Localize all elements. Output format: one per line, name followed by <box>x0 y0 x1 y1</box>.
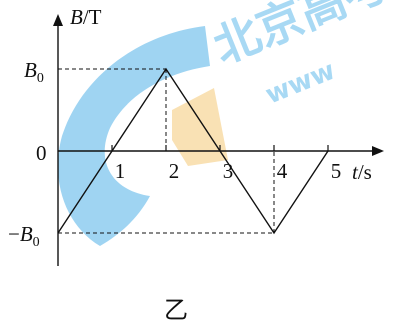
dashed-guides <box>58 68 275 234</box>
tick-layer: 1 2 3 4 5 <box>111 145 342 183</box>
x-tick-label-1: 1 <box>115 159 126 183</box>
y-tick-label-negative: −B0 <box>8 222 40 250</box>
y-tick-label-positive: B0 <box>24 58 44 86</box>
x-tick-label-4: 4 <box>277 159 288 183</box>
y-axis-arrow <box>53 14 63 26</box>
watermark-blue-swoosh <box>57 26 210 246</box>
watermark-logo: 北京高考在线 www <box>57 0 394 246</box>
x-tick-label-3: 3 <box>223 159 234 183</box>
watermark-text: 北京高考在线 <box>206 0 394 74</box>
x-axis-label: t/s <box>352 160 372 184</box>
x-tick-label-5: 5 <box>331 159 342 183</box>
y-axis-label: B/T <box>70 5 102 29</box>
watermark-url: www <box>261 56 339 111</box>
watermark-orange-shape <box>172 88 228 166</box>
figure-caption: 乙 <box>164 298 188 324</box>
origin-label: 0 <box>36 141 47 165</box>
x-axis-arrow <box>372 146 384 156</box>
x-tick-label-2: 2 <box>169 159 180 183</box>
